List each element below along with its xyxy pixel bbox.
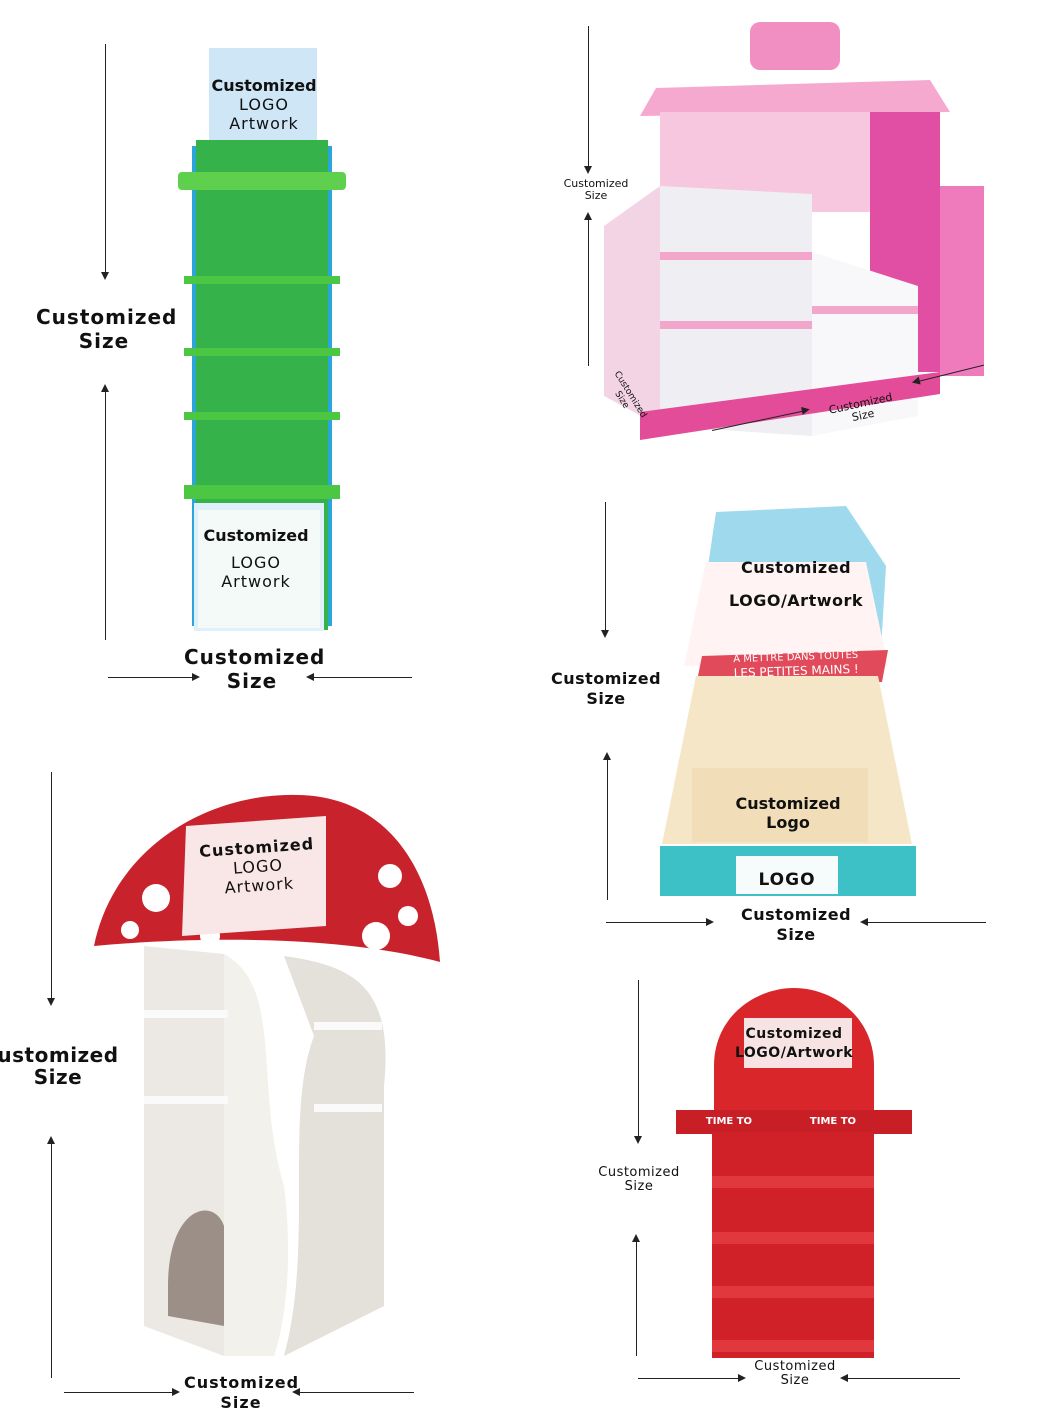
panel-line: LOGO (231, 553, 281, 573)
mushroom-width-arrow-left (64, 1388, 180, 1396)
red-display-illustration (676, 988, 912, 1358)
label-line: Customized (754, 1359, 836, 1374)
green-top-logo-panel: Customized LOGO Artwork (208, 76, 320, 134)
panel-line: Customized (203, 526, 309, 545)
red-shelf-text-right: TIME TO (809, 1116, 857, 1127)
pink-height-arrow-bottom (584, 212, 592, 366)
pink-height-arrow-top (584, 26, 592, 174)
panel-line: Customized (211, 76, 317, 95)
label-line: Size (624, 1179, 654, 1195)
red-width-label: Customized Size (748, 1359, 842, 1389)
mushroom-width-label: Customized Size (184, 1374, 298, 1411)
green-height-label: Customized Size (36, 305, 178, 353)
green-display-illustration (178, 48, 346, 631)
mushroom-height-label: ustomized Size (0, 1044, 120, 1088)
red-shelf-text-left: TIME TO (705, 1116, 753, 1127)
green-height-arrow-top (101, 44, 109, 280)
label-line: Customized (563, 177, 629, 190)
label-line: ustomized (0, 1043, 119, 1067)
label-line: Size (226, 669, 278, 693)
red-height-arrow-bottom (632, 1234, 640, 1356)
green-width-arrow-left (108, 673, 200, 681)
green-width-label: Customized Size (184, 645, 326, 693)
red-height-label: Customized Size (592, 1165, 686, 1195)
mushroom-height-arrow-bottom (47, 1136, 55, 1378)
panel-line: Customized (740, 558, 852, 577)
counter-display: Customized LOGO/Artwork À METTRE DANS TO… (656, 506, 920, 896)
label-line: Customized (550, 669, 662, 688)
panel-line: LOGO/Artwork (734, 1044, 854, 1061)
counter-base-logo: LOGO (758, 870, 816, 890)
label-line: Customized (36, 305, 178, 329)
green-floor-display: Customized LOGO Artwork Customized LOGO … (178, 48, 348, 634)
panel-line: LOGO (239, 95, 289, 115)
counter-display-illustration (660, 506, 916, 896)
panel-line: Logo (766, 813, 810, 833)
red-width-arrow-right (840, 1374, 960, 1382)
red-height-arrow-top (634, 980, 642, 1144)
label-line: Size (780, 1373, 810, 1389)
panel-line: LOGO/Artwork (728, 591, 864, 611)
mushroom-width-arrow-right (292, 1388, 414, 1396)
panel-line: Customized (735, 794, 841, 813)
counter-width-arrow-right (860, 918, 986, 926)
red-floor-display: Customized LOGO/Artwork TIME TO TIME TO (676, 986, 912, 1358)
label-line: Size (776, 924, 816, 944)
counter-header-panel: Customized LOGO/Artwork (716, 558, 876, 610)
label-line: Size (584, 189, 608, 203)
pink-height-label: Customized Size (556, 177, 636, 203)
red-header-panel: Customized LOGO/Artwork (726, 1026, 862, 1062)
pink-house-display (600, 16, 990, 446)
mushroom-display: Customized LOGO Artwork (94, 786, 444, 1362)
label-line: Size (220, 1392, 262, 1412)
pink-house-illustration (604, 22, 984, 440)
panel-line: Artwork (229, 114, 299, 134)
green-width-arrow-right (306, 673, 412, 681)
counter-width-arrow-left (606, 918, 714, 926)
label-line: Size (78, 329, 130, 353)
mushroom-cap-panel: Customized LOGO Artwork (190, 833, 326, 900)
green-bottom-logo-panel: Customized LOGO Artwork (198, 526, 314, 592)
mushroom-illustration (94, 794, 440, 1356)
counter-banner: À METTRE DANS TOUTES LES PETITES MAINS ! (716, 649, 877, 681)
counter-height-label: Customized Size (550, 670, 662, 707)
counter-width-label: Customized Size (738, 906, 854, 943)
label-line: Customized (184, 1373, 300, 1392)
green-height-arrow-bottom (101, 384, 109, 640)
panel-line: Artwork (221, 572, 291, 592)
counter-height-arrow-bottom (603, 752, 611, 900)
label-line: Customized (184, 645, 326, 669)
counter-front-panel: Customized Logo (708, 794, 868, 832)
label-line: Size (586, 688, 626, 708)
mushroom-height-arrow-top (47, 772, 55, 1006)
label-line: Size (33, 1065, 83, 1089)
counter-height-arrow-top (601, 502, 609, 638)
label-line: Customized (740, 905, 852, 924)
label-line: Customized (598, 1165, 680, 1180)
panel-line: Customized (745, 1026, 843, 1042)
red-width-arrow-left (638, 1374, 746, 1382)
